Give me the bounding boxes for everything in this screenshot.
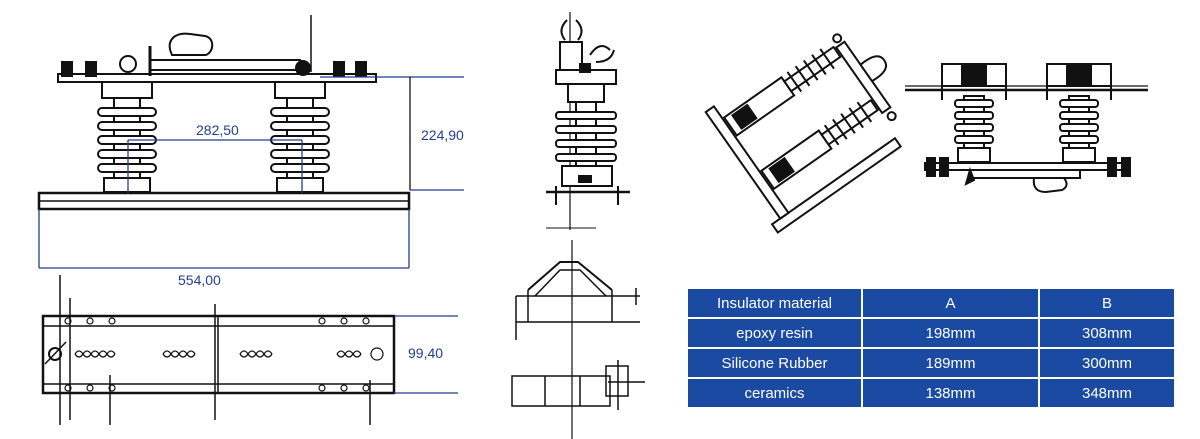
switch-blade [149,59,301,71]
angled-view [704,33,903,234]
table-header-row: Insulator material A B [686,287,1176,319]
insulator-spec-table: Insulator material A B epoxy resin 198mm… [686,287,1176,409]
mounting-holes [64,317,384,392]
row-material: Silicone Rubber [686,347,863,379]
inverted-view [905,63,1148,194]
table-row: Silicone Rubber 189mm 300mm [686,347,1176,379]
row-b: 348mm [1038,377,1176,409]
adjustment-slots [74,350,362,358]
pull-ring [168,32,214,56]
dimension-span: 282,50 [196,122,239,138]
plan-dimension-lines [394,315,458,394]
dimension-height: 224,90 [421,127,464,143]
dimension-width: 99,40 [408,345,444,361]
table-row: ceramics 138mm 348mm [686,377,1176,409]
table-row: epoxy resin 198mm 308mm [686,317,1176,349]
header-material: Insulator material [686,287,863,319]
row-material: ceramics [686,377,863,409]
right-insulator [270,81,330,194]
row-a: 198mm [861,317,1040,349]
dimension-length: 554,00 [178,272,221,288]
row-b: 308mm [1038,317,1176,349]
plan-view [41,275,396,425]
side-view [546,12,630,230]
terminal-bolts [61,61,367,77]
side-bracket-view [511,240,645,439]
row-a: 138mm [861,377,1040,409]
row-material: epoxy resin [686,317,863,349]
row-b: 300mm [1038,347,1176,379]
row-a: 189mm [861,347,1040,379]
left-insulator [97,81,157,194]
top-bus-bar [57,73,377,83]
front-dimension-lines [38,76,464,269]
header-a: A [861,287,1040,319]
front-view [37,15,411,211]
header-b: B [1038,287,1176,319]
